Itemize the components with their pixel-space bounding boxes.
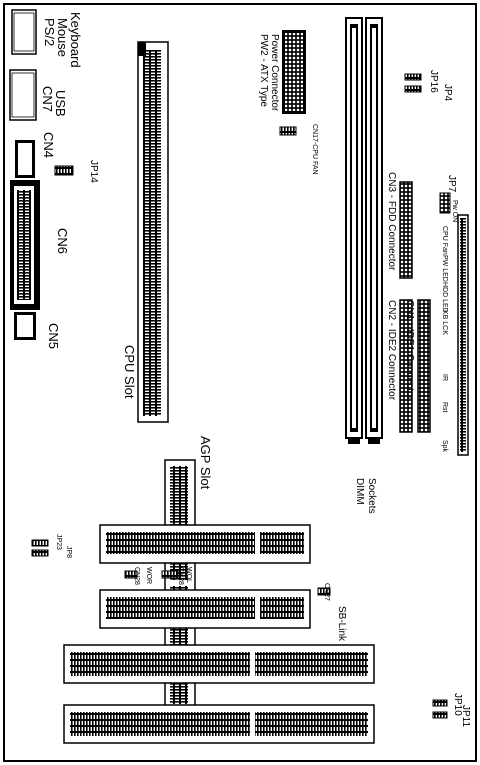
jp14-jumper <box>54 165 74 176</box>
cn28-label-a: CN28 <box>133 567 140 585</box>
cn3-label: CN3 - FDD Connector <box>386 172 397 271</box>
spk-label: Spk <box>441 440 448 453</box>
cpu-fan-label: CPU Fan <box>441 226 448 255</box>
isa-slot-2 <box>63 704 375 744</box>
jp7-label: JP7 <box>446 175 457 193</box>
cn1-ide1-connector <box>417 299 431 433</box>
cpu-slot-label: CPU Slot <box>122 345 137 399</box>
rst-label: Rst <box>441 402 448 413</box>
cn2-label: CN2 - IDE2 Connector <box>386 300 397 401</box>
jp14-label: JP14 <box>88 160 99 183</box>
keyboard-label: Keyboard <box>68 12 83 68</box>
agp-slot-label: AGP Slot <box>198 436 213 490</box>
cn17-label: CN17-CPU FAN <box>311 124 318 175</box>
dimm-sockets <box>345 17 383 444</box>
cn6-label: CN6 <box>55 228 70 255</box>
ps2-port <box>11 9 37 55</box>
jp11-jumper <box>432 711 448 719</box>
jp16-jumper <box>404 73 422 81</box>
cn28-label-b: CN28 <box>177 567 184 585</box>
cpu-slot <box>137 41 169 423</box>
front-panel-header <box>457 214 469 456</box>
ir-label: IR <box>441 374 448 381</box>
jp4-label: JP4 <box>442 84 453 102</box>
cn4-label: CN4 <box>41 132 56 159</box>
cn3-fdd-connector <box>399 181 413 279</box>
wor-header <box>124 570 138 579</box>
cn1-label: CN1 - IDE1 Connector <box>404 300 415 401</box>
cn27-label: CN27 <box>323 583 330 601</box>
jp23-jumper <box>31 539 49 547</box>
jp11-label: JP11 <box>460 705 471 728</box>
usb-port-cn7 <box>9 69 37 121</box>
pci-slot-2 <box>99 589 311 629</box>
pw2-label-line2: Power Connector <box>269 34 280 112</box>
jp10-jumper <box>432 699 448 707</box>
cn5-label: CN5 <box>46 323 61 350</box>
pw2-atx-connector <box>282 30 306 114</box>
dsub-connectors <box>10 140 40 340</box>
jp23-label: JP23 <box>55 534 62 550</box>
usb-label: USB <box>53 90 68 117</box>
hdd-led-label: HDD LED <box>441 282 448 313</box>
pw-on-label: Pw ON <box>451 200 458 223</box>
pw-led-label: PW LED <box>441 255 448 282</box>
dimm-label: DIMM <box>354 478 365 505</box>
isa-slot-1 <box>63 644 375 684</box>
board-outline <box>3 3 477 762</box>
pci-slot-1 <box>99 524 311 564</box>
sb-link-label: SB-Link <box>336 606 347 642</box>
jp16-label: JP16 <box>428 70 439 93</box>
wol-label: WOL <box>185 567 192 583</box>
sockets-label: Sockets <box>366 478 377 514</box>
jp4-jumper <box>404 85 422 93</box>
jp8-label: JP8 <box>65 546 72 559</box>
cn2-ide2-connector <box>399 299 413 433</box>
wol-header <box>161 570 179 579</box>
cn17-cpu-fan-header <box>279 126 297 136</box>
jp7-jumper <box>439 192 451 214</box>
kb-lck-label: KB LCK <box>441 310 448 335</box>
jp8-jumper <box>31 549 49 557</box>
cn27-header <box>317 587 331 596</box>
wor-label: WOR <box>145 567 152 585</box>
pw2-label-line1: PW2 - ATX Type <box>258 34 269 107</box>
